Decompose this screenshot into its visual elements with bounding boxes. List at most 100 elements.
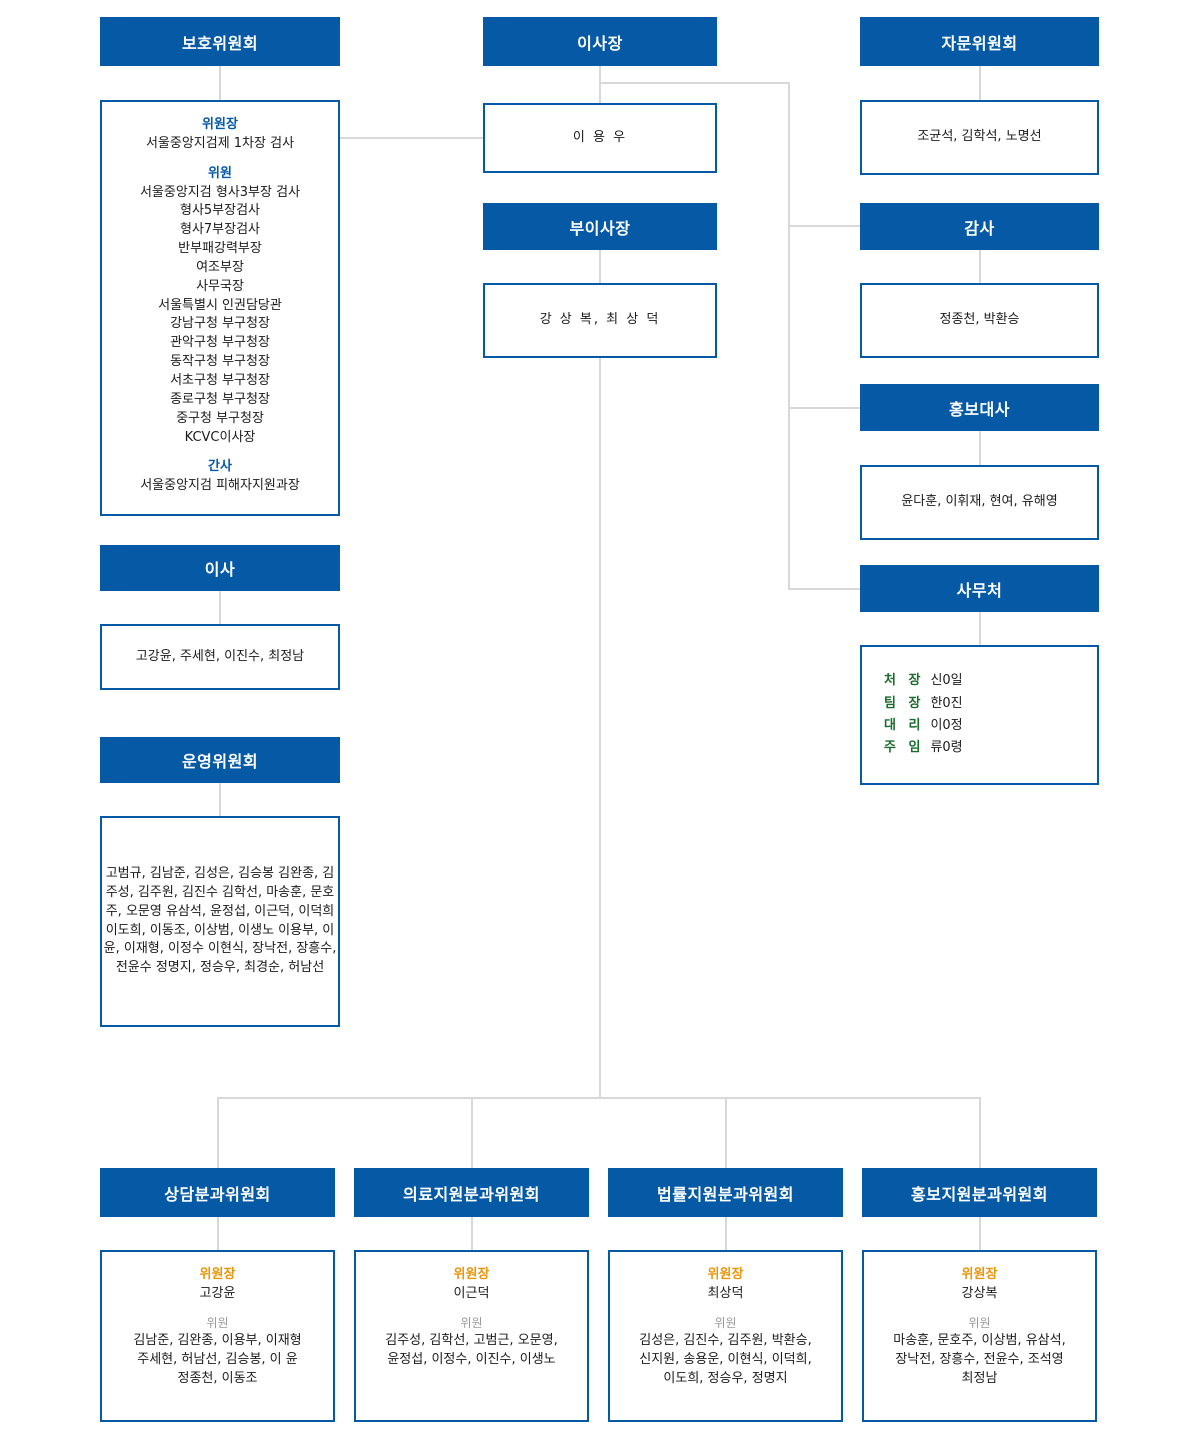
node-panel-advisory-committee: 조균석, 김학석, 노명선 [860,100,1099,175]
auditor-members: 정종천, 박환승 [939,312,1020,328]
office-role: 처 장 [884,673,925,689]
node-header-subcommittee-medical[interactable]: 의료지원분과위원회 [354,1168,589,1217]
node-panel-ambassador: 윤다훈, 이휘재, 현여, 유해영 [860,465,1099,540]
connector-branch-office [788,588,860,590]
office-role: 주 임 [884,740,925,756]
office-role: 팀 장 [884,695,925,711]
connector-vice-chairman-vertical [599,250,601,283]
office-name: 이0정 [930,718,963,733]
office-name: 신0일 [930,673,963,689]
connector-drop-sub-4 [979,1097,981,1168]
sub-0-chair-group: 위원장 고강윤 [102,1266,333,1304]
sub-0-members: 김남준, 김완종, 이용부, 이재형 주세현, 허남선, 김승봉, 이 윤 정종… [133,1333,302,1386]
sub-3-chair-label: 위원장 [961,1267,998,1282]
office-role: 대 리 [884,718,925,733]
office-roster-row: 주 임 류0령 [884,737,1097,759]
steering-members: 고범규, 김남준, 김성은, 김승봉 김완종, 김주성, 김주원, 김진수 김학… [103,865,337,976]
node-panel-steering-committee: 고범규, 김남준, 김성은, 김승봉 김완종, 김주성, 김주원, 김진수 김학… [100,816,340,1027]
node-header-subcommittee-counseling[interactable]: 상담분과위원회 [100,1168,335,1217]
node-panel-auditor: 정종천, 박환승 [860,283,1099,358]
sub-1-chair-name: 이근덕 [453,1285,490,1301]
connector-chairman-branch-right [599,82,789,84]
office-roster: 처 장 신0일 팀 장 한0진 대 리 이0정 주 임 류0령 [862,670,1097,759]
node-header-subcommittee-pr[interactable]: 홍보지원분과위원회 [862,1168,1097,1217]
node-panel-director: 고강윤, 주세현, 이진수, 최정남 [100,624,340,690]
office-roster-row: 팀 장 한0진 [884,693,1097,715]
sub-3-member-label: 위원 [968,1315,991,1330]
sub-1-members: 김주성, 김학선, 고범근, 오문영, 윤정섭, 이정수, 이진수, 이생노 [385,1333,558,1367]
protection-secretary-text: 서울중앙지검 피해자지원과장 [140,478,300,494]
ambassador-members: 윤다훈, 이휘재, 현여, 유해영 [901,494,1058,510]
connector-auditor-vertical [979,250,981,283]
sub-0-chair-label: 위원장 [199,1267,236,1282]
connector-branch-ambassador [788,407,860,409]
connector-office-vertical [979,612,981,645]
connector-protection-to-chairman [340,137,483,139]
sub-3-chair-name: 강상복 [961,1285,998,1301]
protection-member-text: 서울중앙지검 형사3부장 검사 형사5부장검사 형사7부장검사 반부패강력부장 … [139,184,301,445]
sub-2-chair-name: 최상덕 [707,1285,744,1301]
sub-0-member-label: 위원 [206,1315,229,1330]
node-panel-subcommittee-pr: 위원장 강상복 위원 마송훈, 문호주, 이상범, 유삼석, 장낙전, 장흥수,… [862,1250,1097,1422]
connector-drop-sub-3 [725,1097,727,1168]
vice-chairman-name: 강 상 복, 최 상 덕 [539,312,661,328]
connector-center-spine [599,358,601,1098]
node-header-advisory-committee[interactable]: 자문위원회 [860,17,1099,66]
sub-2-members: 김성은, 김진수, 김주원, 박환승, 신지원, 송용운, 이현식, 이덕희, … [639,1333,812,1386]
connector-advisory-vertical [979,66,981,100]
connector-branch-auditor [788,225,860,227]
office-name: 류0령 [930,740,963,756]
sub-1-chair-label: 위원장 [453,1267,490,1282]
node-header-office[interactable]: 사무처 [860,565,1099,612]
node-header-ambassador[interactable]: 홍보대사 [860,384,1099,431]
connector-drop-sub-1 [217,1097,219,1168]
node-header-subcommittee-legal[interactable]: 법률지원분과위원회 [608,1168,843,1217]
node-header-director[interactable]: 이사 [100,545,340,591]
sub-3-members: 마송훈, 문호주, 이상범, 유삼석, 장낙전, 장흥수, 전윤수, 조석영 최… [893,1333,1066,1386]
office-name: 한0진 [930,695,963,711]
sub-1-member-label: 위원 [460,1315,483,1330]
advisory-members: 조균석, 김학석, 노명선 [917,129,1042,145]
protection-chair-label: 위원장 [202,117,238,132]
sub-2-chair-label: 위원장 [707,1267,744,1282]
node-panel-subcommittee-legal: 위원장 최상덕 위원 김성은, 김진수, 김주원, 박환승, 신지원, 송용운,… [608,1250,843,1422]
node-header-auditor[interactable]: 감사 [860,203,1099,250]
chairman-name: 이 용 우 [572,129,628,145]
node-panel-office: 처 장 신0일 팀 장 한0진 대 리 이0정 주 임 류0령 [860,645,1099,785]
node-panel-subcommittee-counseling: 위원장 고강윤 위원 김남준, 김완종, 이용부, 이재형 주세현, 허남선, … [100,1250,335,1422]
protection-chair-text: 서울중앙지검제 1차장 검사 [145,135,295,151]
director-members: 고강윤, 주세현, 이진수, 최정남 [135,648,305,664]
connector-chairman-vertical [599,66,601,103]
connector-sub-1-vertical [217,1217,219,1250]
sub-2-member-label: 위원 [714,1315,737,1330]
node-header-protection-committee[interactable]: 보호위원회 [100,17,340,66]
sub-0-member-group: 위원 김남준, 김완종, 이용부, 이재형 주세현, 허남선, 김승봉, 이 윤… [102,1315,333,1389]
connector-sub-2-vertical [471,1217,473,1250]
sub-3-chair-group: 위원장 강상복 [864,1266,1095,1304]
node-header-steering-committee[interactable]: 운영위원회 [100,737,340,783]
node-header-vice-chairman[interactable]: 부이사장 [483,203,717,250]
office-roster-row: 대 리 이0정 [884,715,1097,737]
node-header-chairman[interactable]: 이사장 [483,17,717,66]
connector-sub-3-vertical [725,1217,727,1250]
node-panel-subcommittee-medical: 위원장 이근덕 위원 김주성, 김학선, 고범근, 오문영, 윤정섭, 이정수,… [354,1250,589,1422]
connector-bottom-bus [217,1097,981,1099]
connector-protection-vertical [219,66,221,100]
protection-member-group: 위원 서울중앙지검 형사3부장 검사 형사5부장검사 형사7부장검사 반부패강력… [102,165,338,448]
protection-member-label: 위원 [208,165,232,181]
protection-chair-group: 위원장 서울중앙지검제 1차장 검사 [102,116,338,154]
node-panel-chairman: 이 용 우 [483,103,717,173]
connector-director-vertical [219,591,221,624]
node-panel-vice-chairman: 강 상 복, 최 상 덕 [483,283,717,358]
connector-drop-sub-2 [471,1097,473,1168]
connector-steering-vertical [219,783,221,816]
node-panel-protection-committee: 위원장 서울중앙지검제 1차장 검사 위원 서울중앙지검 형사3부장 검사 형사… [100,100,340,516]
connector-ambassador-vertical [979,431,981,465]
office-roster-row: 처 장 신0일 [884,670,1097,692]
sub-2-member-group: 위원 김성은, 김진수, 김주원, 박환승, 신지원, 송용운, 이현식, 이덕… [610,1315,841,1389]
connector-right-spine [788,82,790,590]
protection-secretary-label: 간사 [208,459,232,475]
sub-1-chair-group: 위원장 이근덕 [356,1266,587,1304]
sub-3-member-group: 위원 마송훈, 문호주, 이상범, 유삼석, 장낙전, 장흥수, 전윤수, 조석… [864,1315,1095,1389]
